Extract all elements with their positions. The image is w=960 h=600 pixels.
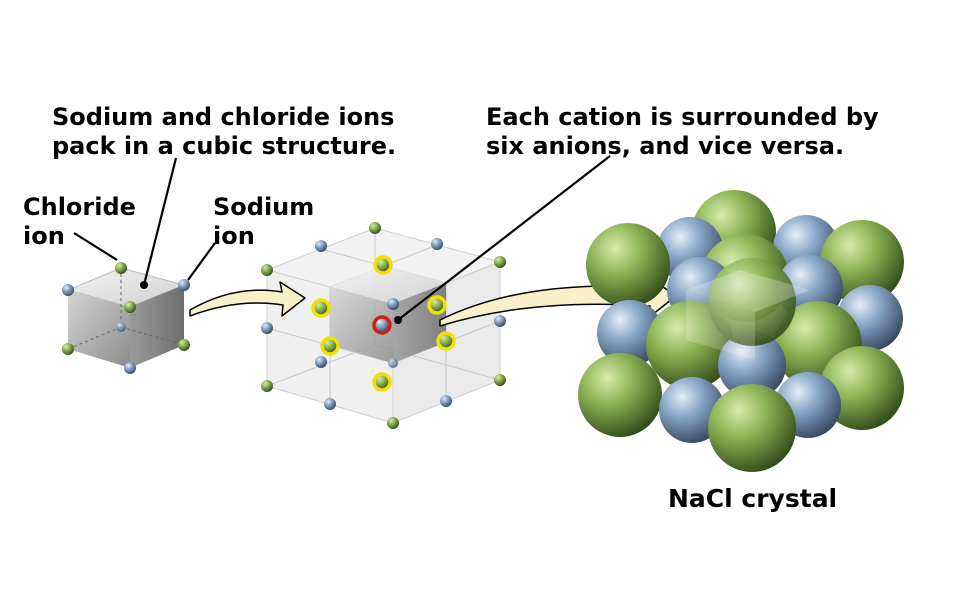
chloride-sphere bbox=[578, 353, 662, 437]
chloride-sphere bbox=[820, 346, 904, 430]
sodium-ion-dot bbox=[261, 322, 273, 334]
anion-highlight bbox=[311, 298, 331, 318]
nacl-crystal bbox=[578, 190, 904, 472]
sodium-ion-dot bbox=[440, 395, 452, 407]
anion-highlight bbox=[372, 372, 392, 392]
sodium-ion-dot bbox=[431, 238, 443, 250]
chloride-ion-label: Chloride ion bbox=[23, 193, 136, 251]
anion-highlight bbox=[373, 255, 393, 275]
chloride-ion-dot bbox=[124, 301, 136, 313]
sodium-ion-dot bbox=[388, 358, 398, 368]
sodium-sphere bbox=[718, 331, 786, 399]
chloride-ion-dot bbox=[62, 343, 74, 355]
packing-caption: Sodium and chloride ions pack in a cubic… bbox=[52, 103, 396, 161]
sodium-ion-dot bbox=[62, 284, 74, 296]
surround-caption: Each cation is surrounded by six anions,… bbox=[486, 103, 879, 161]
anion-highlight bbox=[320, 336, 340, 356]
caption-line: Sodium and chloride ions bbox=[52, 103, 395, 131]
anion-highlight bbox=[427, 295, 447, 315]
label-line: ion bbox=[23, 222, 65, 250]
label-line: Chloride bbox=[23, 193, 136, 221]
label-line: ion bbox=[213, 222, 255, 250]
chloride-sphere bbox=[708, 384, 796, 472]
chloride-sphere bbox=[586, 223, 670, 307]
chloride-sphere bbox=[646, 301, 734, 389]
lattice-cube bbox=[261, 222, 506, 429]
sodium-ion-dot bbox=[324, 398, 336, 410]
chloride-ion-dot bbox=[115, 262, 127, 274]
chloride-ion-dot bbox=[178, 339, 190, 351]
sodium-ion-dot bbox=[494, 315, 506, 327]
label-line: Sodium bbox=[213, 193, 315, 221]
chloride-sphere bbox=[708, 258, 796, 346]
chloride-ion-dot bbox=[494, 374, 506, 386]
sodium-ion-dot bbox=[178, 279, 190, 291]
caption-line: Each cation is surrounded by bbox=[486, 103, 879, 131]
chloride-ion-dot bbox=[494, 256, 506, 268]
sodium-ion-dot bbox=[116, 322, 126, 332]
sodium-ion-dot bbox=[124, 362, 136, 374]
unit-cube bbox=[62, 262, 190, 374]
chloride-ion-dot bbox=[369, 222, 381, 234]
chloride-ion-dot bbox=[387, 417, 399, 429]
chloride-ion-dot bbox=[261, 380, 273, 392]
sodium-ion-dot bbox=[387, 298, 399, 310]
sodium-ion-dot bbox=[315, 240, 327, 252]
pointer-dot bbox=[140, 281, 148, 289]
anion-highlight bbox=[436, 331, 456, 351]
pointer-dot bbox=[394, 316, 402, 324]
caption-line: pack in a cubic structure. bbox=[52, 132, 397, 160]
crystal-caption: NaCl crystal bbox=[668, 484, 838, 513]
arrow-to-lattice bbox=[189, 281, 306, 317]
sodium-ion-label: Sodium ion bbox=[213, 193, 314, 251]
chloride-ion-dot bbox=[261, 264, 273, 276]
central-cation-highlight bbox=[372, 315, 392, 335]
caption-line: six anions, and vice versa. bbox=[486, 132, 845, 160]
pointer-lines bbox=[73, 155, 611, 321]
sodium-ion-dot bbox=[315, 356, 327, 368]
neighbor-anion-highlights bbox=[311, 255, 456, 392]
